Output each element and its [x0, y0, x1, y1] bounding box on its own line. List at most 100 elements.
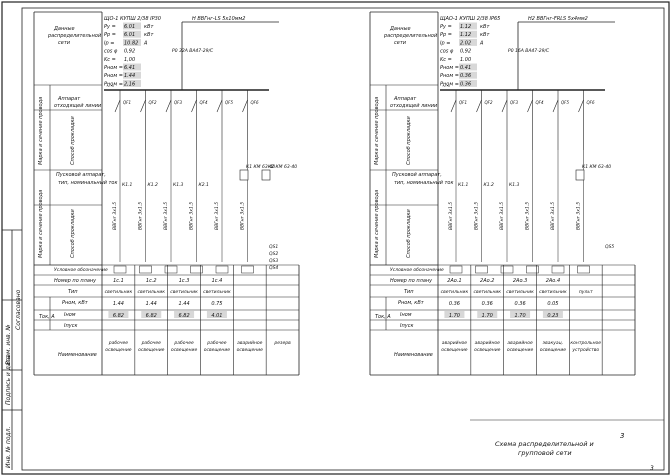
- inom-highlight: [444, 311, 465, 318]
- param-value: 1.00: [460, 57, 471, 63]
- type-cell: светильник: [473, 290, 501, 295]
- breaker-tag: QF3: [510, 100, 518, 105]
- inom-highlight: [510, 311, 531, 318]
- name-cell: аварийное: [507, 340, 533, 346]
- param-value: 10.82: [124, 40, 138, 46]
- row-label-supply-2: распределительной: [383, 33, 438, 39]
- name-cell: аварийное: [237, 340, 263, 346]
- breaker-tag: QF5: [561, 100, 569, 105]
- circuit-cable-label: ВВГнг 3x1.5: [499, 202, 505, 230]
- inom-cell: 6.82: [179, 313, 190, 319]
- designation-symbol: [500, 265, 514, 274]
- breaker-contact: [114, 99, 121, 113]
- inom-cell: 1.70: [482, 313, 493, 319]
- row-label-install2: Способ прокладки: [406, 208, 412, 258]
- circuit-mark: QS3: [269, 258, 278, 264]
- pnom-cell: 0.36: [449, 301, 460, 307]
- sheet-title-1: Схема распределительной и: [495, 440, 594, 448]
- row-label-supply-2: распределительной: [47, 33, 102, 39]
- param-unit: кВт: [480, 24, 490, 30]
- row-label-type: Тип: [404, 289, 414, 295]
- group-line-label: К2.1: [199, 182, 209, 188]
- param-value: 2.02: [460, 40, 471, 46]
- designation-symbol: [577, 265, 590, 274]
- row-label-istart: Iпуск: [400, 323, 413, 329]
- pnom-cell: 0.75: [211, 301, 222, 307]
- name-cell: устройство: [571, 347, 599, 353]
- row-label-install: Способ прокладки: [70, 115, 76, 165]
- plan-number-cell: 1с.4: [212, 278, 223, 284]
- name-cell: резерв: [273, 341, 291, 346]
- breaker-contact: [552, 99, 559, 113]
- feeder-cable-label: Н ВВГнг-LS 5x10мм2: [192, 16, 245, 22]
- param-value: 1.44: [124, 73, 135, 79]
- param-label: Pном =: [104, 65, 123, 71]
- designation-symbol: [113, 265, 127, 274]
- param-value: 0.41: [460, 65, 471, 71]
- inom-cell: 1.70: [515, 313, 526, 319]
- row-label-switch: Аппарат: [57, 96, 81, 102]
- group-line-label: К1.2: [484, 182, 494, 188]
- breaker-tag: QF3: [174, 100, 182, 105]
- designation-symbol: [475, 265, 488, 274]
- group-line-label: К1.1: [122, 182, 132, 188]
- name-cell: эвакуац.: [543, 341, 564, 346]
- row-label-plan: Номер по плану: [390, 278, 433, 284]
- inom-highlight: [542, 311, 563, 318]
- plan-number-cell: 2Ао.1: [447, 278, 461, 284]
- panel-name: ЩАО-1 КУПШ 2/38 IP65: [440, 16, 500, 22]
- breaker-contact: [450, 99, 457, 113]
- param-value: 6.01: [124, 32, 135, 38]
- group-line-label: К1.3: [509, 182, 519, 188]
- row-label-designation: Условное обозначение: [54, 267, 108, 273]
- breaker-tag: QF6: [251, 100, 259, 105]
- name-cell: рабочее: [206, 340, 227, 346]
- row-label-supply-3: сети: [58, 40, 71, 46]
- inom-highlight: [108, 311, 129, 318]
- param-unit: кВт: [144, 32, 154, 38]
- circuit-mark: QS1: [269, 244, 278, 250]
- breaker-contact: [501, 99, 508, 113]
- breaker-contact: [216, 99, 223, 113]
- type-cell: светильник: [137, 290, 165, 295]
- row-label-inom: Iном: [64, 312, 76, 318]
- circuit-cable-label: ВВГнг 3x1.5: [214, 202, 220, 230]
- name-cell: освещение: [540, 348, 567, 353]
- panel-2-schematic: ДанныераспределительнойсетиАппаратотходя…: [369, 11, 636, 376]
- plan-number-cell: 2Ао.4: [546, 278, 560, 284]
- incomer-breaker-label: Р0 16А ВА47-29/С: [508, 48, 550, 54]
- param-label: cos φ: [104, 49, 118, 55]
- param-label: Pp =: [440, 32, 452, 38]
- row-label-pnom: Рном, кВт: [398, 300, 425, 306]
- value-highlight: [123, 30, 141, 38]
- param-label: Ip =: [440, 40, 450, 46]
- row-label-pnom: Рном, кВт: [62, 300, 89, 306]
- name-cell: освещение: [171, 348, 198, 353]
- row-label-mark2: Марка и сечение провода: [374, 190, 380, 258]
- designation-symbol: [551, 265, 565, 274]
- row-label-start: Пусковой аппарат,: [392, 172, 442, 178]
- circuit-mark: QS4: [269, 265, 278, 271]
- type-cell: светильник: [539, 290, 567, 295]
- breaker-tag: QF5: [225, 100, 233, 105]
- row-label-name: Наименование: [58, 352, 97, 358]
- circuit-mark: QS2: [269, 251, 278, 257]
- circuit-cable-label: ВВГнг 3x1.5: [138, 202, 144, 230]
- name-cell: освещение: [138, 348, 165, 353]
- type-cell: пульт: [579, 290, 593, 295]
- inom-cell: 6.82: [146, 313, 157, 319]
- circuit-cable-label: ВВГнг 3x1.5: [189, 202, 195, 230]
- breaker-tag: QF6: [587, 100, 595, 105]
- name-cell: рабочее: [141, 340, 162, 346]
- row-label-install: Способ прокладки: [406, 115, 412, 165]
- param-unit: кВт: [480, 32, 490, 38]
- contactor-coil: [239, 169, 249, 181]
- param-value: 1.12: [460, 32, 471, 38]
- plan-number-cell: 1с.3: [179, 278, 190, 284]
- pnom-cell: 0.36: [515, 301, 526, 307]
- param-label: Pном =: [440, 73, 459, 79]
- row-label-install2: Способ прокладки: [70, 208, 76, 258]
- type-cell: светильник: [506, 290, 534, 295]
- page-number: 3: [620, 432, 624, 440]
